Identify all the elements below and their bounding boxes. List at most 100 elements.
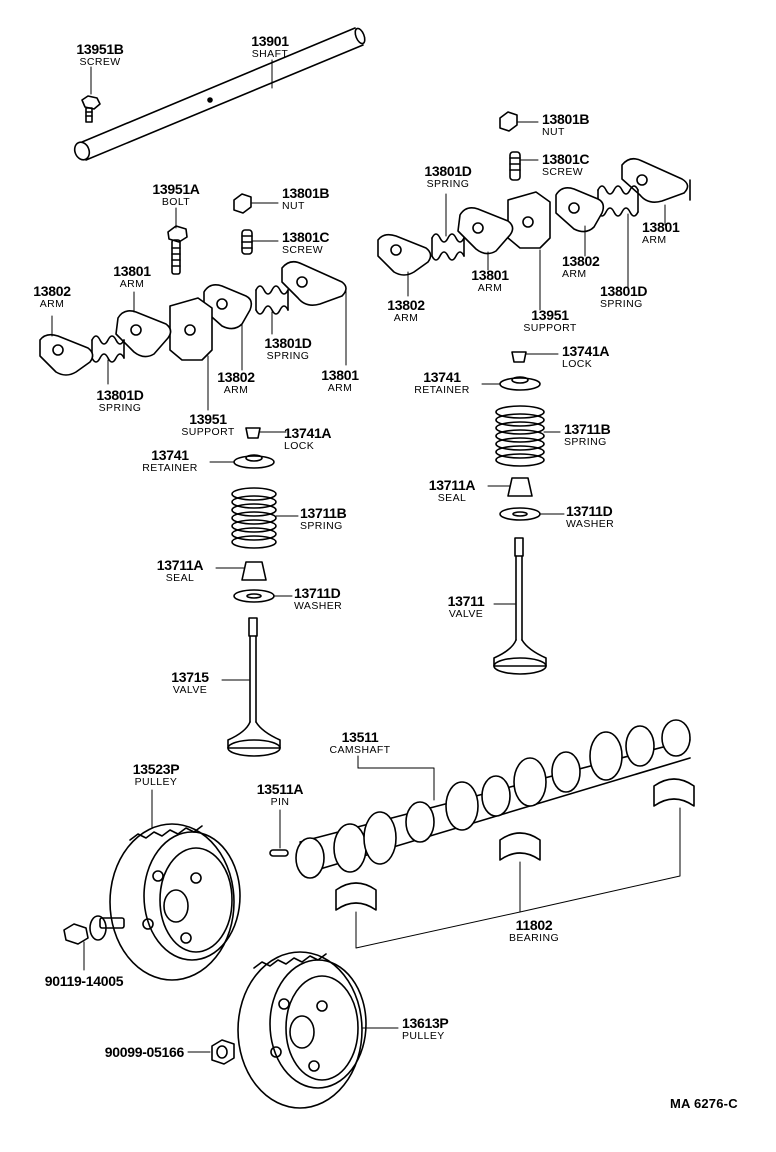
callout-13711b-left: 13711B SPRING	[300, 506, 347, 532]
part-number: 13511	[341, 729, 379, 745]
washer-right-icon	[499, 507, 565, 521]
callout-13511: 13511 CAMSHAFT	[330, 730, 391, 756]
part-number: 13715	[171, 669, 209, 685]
part-name: VALVE	[448, 608, 484, 620]
callout-90099-05166: 90099-05166	[104, 1044, 185, 1060]
valve-spring-left-icon	[231, 487, 299, 549]
part-name: SPRING	[300, 520, 343, 532]
callout-13801-right-b: 13801 ARM	[471, 267, 509, 294]
bearing-c-icon	[653, 778, 695, 807]
part-name: PIN	[270, 796, 290, 808]
callout-13741-left: 13741 RETAINER	[142, 448, 198, 474]
diagram-reference: MA 6276-C	[670, 1096, 738, 1111]
part-name: VALVE	[172, 684, 208, 696]
part-name: WASHER	[294, 600, 343, 612]
part-name: NUT	[282, 200, 305, 212]
bearing-b-icon	[499, 832, 541, 861]
pulley-13523p-icon	[109, 789, 241, 981]
seal-left-icon	[215, 561, 267, 581]
part-name: CAMSHAFT	[329, 744, 391, 756]
callout-13801b-right: 13801B NUT	[542, 111, 590, 138]
part-number: 90099-05166	[104, 1044, 185, 1060]
part-number: 13801	[471, 267, 509, 283]
valve-left-icon	[221, 617, 281, 757]
part-name: SEAL	[437, 492, 467, 504]
callout-13741-right: 13741 RETAINER	[414, 370, 470, 396]
support-left-icon	[169, 297, 213, 411]
callout-13511a: 13511A PIN	[256, 781, 304, 808]
lock-right-icon	[511, 351, 559, 363]
part-number: 13951A	[152, 181, 200, 197]
part-name: ARM	[642, 234, 667, 246]
part-name: SHAFT	[251, 48, 289, 60]
part-number: 13802	[387, 297, 425, 313]
callout-13901: 13901 SHAFT	[251, 33, 289, 60]
part-number: 13951	[531, 307, 569, 323]
adjust-screw-left-icon	[241, 229, 279, 255]
part-number: 13511A	[256, 781, 304, 797]
callout-13801-left-right: 13801 ARM	[321, 368, 359, 394]
pulley-13613p-icon	[237, 951, 399, 1109]
callout-13801c-right: 13801C SCREW	[542, 151, 590, 178]
part-number: 13801D	[600, 283, 648, 299]
part-name: SPRING	[266, 350, 310, 362]
part-name: SCREW	[282, 244, 324, 256]
part-name: ARM	[562, 268, 587, 280]
rocker-arm-right-b-icon	[555, 187, 605, 233]
part-name: SCREW	[79, 56, 121, 68]
part-name: SCREW	[542, 166, 584, 178]
rocker-arm-right-d-icon	[377, 233, 432, 276]
part-number: 13741	[151, 447, 189, 463]
callout-13801-right-a: 13801 ARM	[642, 220, 680, 246]
part-name: PULLEY	[134, 776, 178, 788]
part-name: SPRING	[564, 436, 607, 448]
part-number: 13801B	[542, 111, 590, 127]
part-number: 13801C	[542, 151, 590, 167]
callout-13951b: 13951B SCREW	[76, 42, 124, 68]
part-number: 13951	[189, 411, 227, 427]
part-number: 13901	[251, 33, 289, 49]
callout-13801d-left-bottom: 13801D SPRING	[96, 388, 144, 414]
callout-13801d-right-bottom: 13801D SPRING	[600, 283, 648, 310]
part-number: 13741A	[562, 343, 610, 359]
rocker-arm-right-a-icon	[621, 157, 691, 203]
callout-13802-left-top: 13802 ARM	[33, 284, 71, 310]
retainer-left-icon	[209, 454, 275, 469]
part-number: 13613P	[402, 1015, 449, 1031]
nut-90099-icon	[187, 1039, 235, 1065]
callout-13711d-left: 13711D WASHER	[294, 586, 342, 612]
bearing-a-icon	[335, 882, 377, 911]
part-name: ARM	[223, 384, 249, 396]
part-number: 13741	[423, 369, 461, 385]
part-number: 90119-14005	[44, 973, 124, 989]
part-name: LOCK	[284, 440, 315, 452]
part-name: SUPPORT	[523, 322, 577, 334]
rocker-shaft-icon	[73, 27, 366, 161]
part-name: LOCK	[562, 358, 593, 370]
part-name: NUT	[542, 126, 565, 138]
callout-13741a-left: 13741A LOCK	[284, 425, 332, 452]
pin-icon	[269, 809, 289, 857]
retainer-right-icon	[481, 376, 541, 391]
callout-13711a-right: 13711A SEAL	[428, 477, 476, 504]
part-name: SUPPORT	[181, 426, 235, 438]
part-name: RETAINER	[414, 384, 470, 396]
nut-right-icon	[499, 111, 539, 132]
part-number: 13741A	[284, 425, 332, 441]
part-number: 13802	[562, 253, 600, 269]
part-name: SEAL	[165, 572, 195, 584]
spring-left-b-icon	[91, 335, 125, 385]
part-number: 13801C	[282, 229, 330, 245]
callout-13801d-left-mid: 13801D SPRING	[264, 336, 312, 362]
part-name: ARM	[327, 382, 353, 394]
part-name: RETAINER	[142, 462, 198, 474]
part-name: ARM	[119, 278, 145, 290]
part-name: SPRING	[426, 178, 470, 190]
part-number: 13711A	[428, 477, 476, 493]
callout-13711b-right: 13711B SPRING	[564, 422, 611, 448]
seal-right-icon	[487, 477, 533, 497]
callout-13801b-left: 13801B NUT	[282, 186, 330, 212]
part-number: 13711D	[294, 585, 341, 601]
